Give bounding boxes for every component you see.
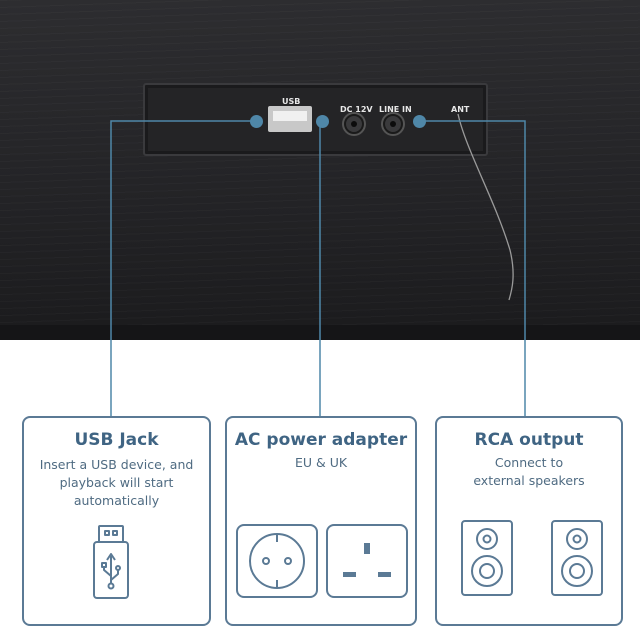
antenna-wire [457,113,514,301]
usb-port[interactable] [268,106,312,132]
line-in-jack[interactable] [383,114,403,134]
card-description-line: Connect to [494,455,564,470]
card-description-line: playback will start [59,475,174,490]
card-description-line: external speakers [473,473,585,488]
card-description-line: automatically [73,493,160,508]
uk-socket-icon [326,524,408,598]
line-in-port-label: LINE IN [379,105,412,114]
rca-callout-line [420,120,526,416]
card-title: AC power adapter [234,430,408,450]
card-title: USB Jack [74,430,159,450]
dc-power-jack[interactable] [344,114,364,134]
rca-callout-dot [413,115,426,128]
speaker-icon [551,520,603,596]
usb-drive-icon [93,525,129,599]
antenna-label: ANT [451,105,470,114]
usb-jack-card: USB Jack Insert a USB device, and playba… [22,416,211,626]
eu-socket-icon [236,524,318,598]
card-description-line: EU & UK [294,455,348,470]
speaker-icon [461,520,513,596]
rca-output-card: RCA output Connect to external speakers [435,416,623,626]
card-title: RCA output [474,430,584,450]
ac-power-card: AC power adapter EU & UK [225,416,417,626]
usb-callout-line [110,120,257,416]
rear-connector-panel [143,83,488,156]
power-callout-line [319,120,323,416]
usb-callout-dot [250,115,263,128]
card-description-line: Insert a USB device, and [39,457,194,472]
power-callout-dot [316,115,329,128]
dc-port-label: DC 12V [340,105,373,114]
usb-port-label: USB [282,97,301,106]
